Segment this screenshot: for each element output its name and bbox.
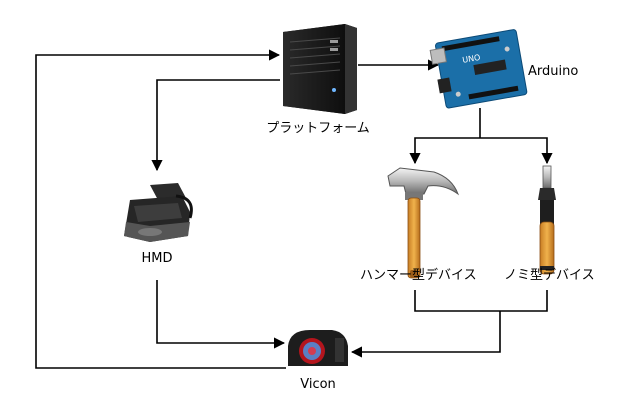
node-label-platform: プラットフォーム <box>266 121 370 136</box>
edge-arduino-chisel <box>480 137 553 165</box>
edge-platform-hmd <box>151 79 280 172</box>
svg-text:UNO: UNO <box>462 53 481 65</box>
edge-hammer-merge <box>414 290 548 312</box>
hammer-icon <box>387 167 460 279</box>
node-label-hmd: HMD <box>141 251 172 266</box>
vr-headset-icon <box>124 183 193 242</box>
edge-arduino-hammer <box>409 137 480 165</box>
node-label-hammer: ハンマー型デバイス <box>360 267 477 283</box>
desktop-tower-icon <box>283 24 357 114</box>
chisel-icon <box>538 165 556 275</box>
connectors <box>35 49 553 369</box>
arduino-board-icon: UNO <box>429 29 528 109</box>
edge-vicon-platform <box>35 49 286 369</box>
node-label-arduino: Arduino <box>528 64 578 79</box>
node-label-chisel: ノミ型デバイス <box>504 267 595 283</box>
node-label-vicon: Vicon <box>300 377 336 392</box>
edge-devices-vicon <box>350 311 501 358</box>
vicon-camera-icon <box>288 330 348 366</box>
edge-hmd-vicon <box>156 280 286 349</box>
